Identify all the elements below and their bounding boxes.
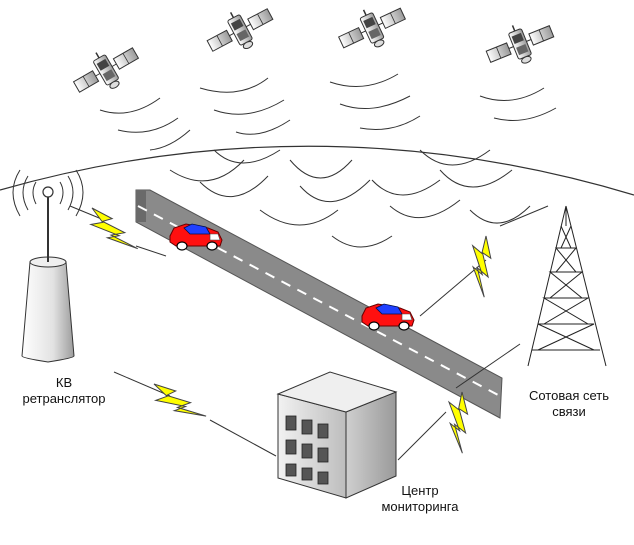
kv-repeater-label: КВ ретранслятор	[14, 375, 114, 407]
lightning-icon	[87, 200, 139, 257]
cell-tower-icon	[527, 205, 607, 367]
monitoring-center-label: Центр мониторинга	[368, 483, 472, 515]
satellite-icon	[199, 0, 281, 65]
satellite-icon	[480, 11, 560, 77]
kv-repeater-label-line2: ретранслятор	[22, 391, 106, 406]
cellular-network-label: Сотовая сеть связи	[510, 388, 628, 420]
satellite-icon	[331, 0, 413, 62]
orbit-arc	[0, 145, 634, 196]
radio-repeater-icon	[12, 169, 84, 363]
satellite-icon	[65, 34, 147, 106]
kv-repeater-label-line1: КВ	[55, 375, 73, 390]
road	[135, 189, 503, 419]
monitoring-center-label-line2: мониторинга	[381, 499, 459, 514]
monitoring-center-label-line1: Центр	[401, 483, 439, 498]
car-icon	[361, 303, 415, 331]
lightning-icon	[149, 370, 207, 431]
building-icon	[276, 371, 398, 499]
cellular-network-label-line1: Сотовая сеть	[528, 388, 610, 403]
lightning-icon	[451, 232, 516, 298]
cellular-network-label-line2: связи	[552, 404, 586, 419]
signal-waves	[99, 73, 557, 248]
